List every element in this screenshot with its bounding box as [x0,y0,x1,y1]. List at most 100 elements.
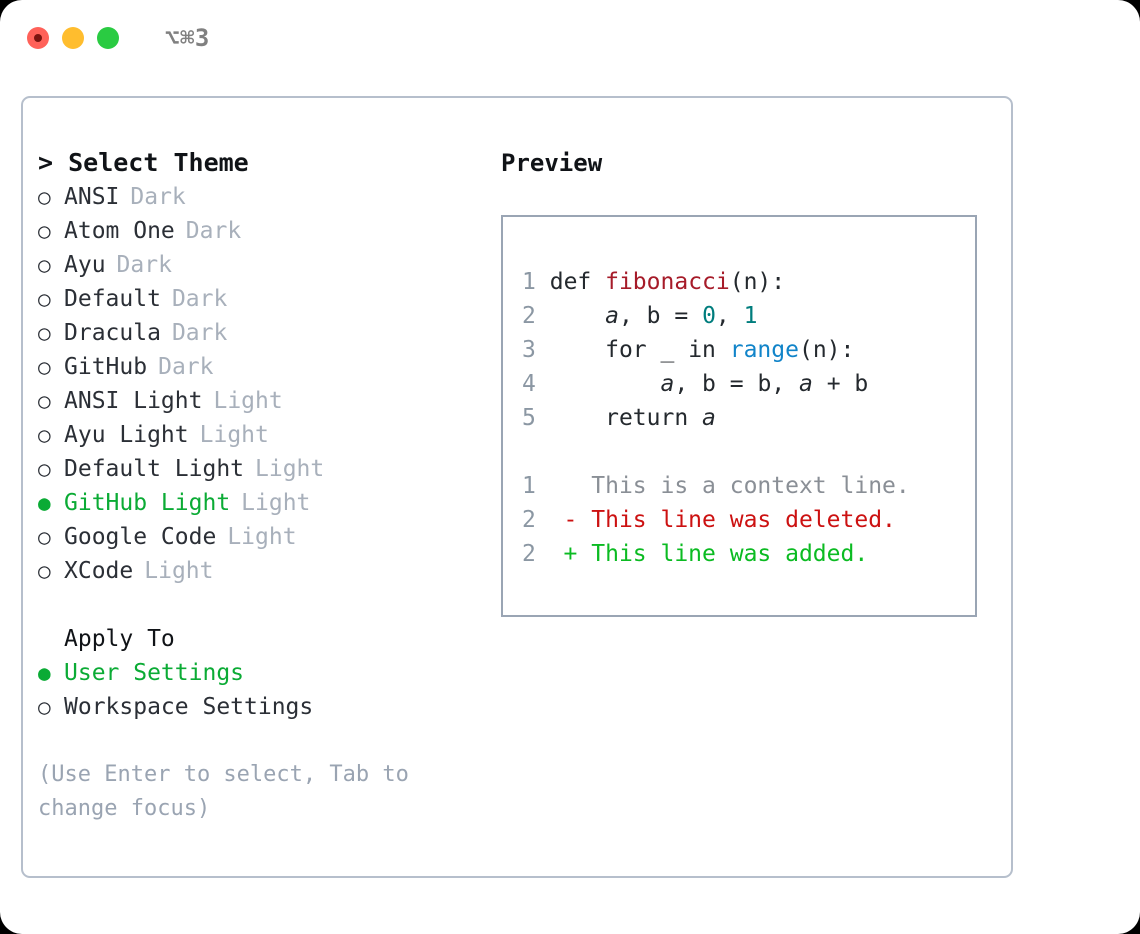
radio-unselected-icon: ○ [38,185,51,209]
theme-option-github-light[interactable]: ● GitHub Light Light [38,486,478,520]
apply-to-list[interactable]: ● User Settings ○Workspace Settings [38,656,478,724]
theme-option-label: ANSI [64,184,120,210]
code-token: fibonacci [605,269,730,295]
radio-unselected-icon: ○ [38,253,51,277]
theme-option-ayu-light[interactable]: ○ Ayu Light Light [38,418,478,452]
code-line: 5 return a [522,401,868,435]
code-line-number: 5 [522,405,536,431]
apply-to-option-user-settings[interactable]: ● User Settings [38,656,478,690]
diff-line-number: 2 [522,541,536,567]
theme-option-label: GitHub [64,354,148,380]
radio-unselected-icon: ○ [38,287,51,311]
preview-heading: Preview [501,149,603,177]
theme-option-tag: Dark [116,252,172,278]
code-token: , [715,303,744,329]
traffic-light-group [27,27,119,49]
spacer-bullet: ○ [38,622,64,656]
radio-unselected-icon: ○ [38,321,51,345]
theme-option-label: GitHub Light [64,490,231,516]
diff-line-number: 1 [522,473,536,499]
apply-to-option-label: User Settings [64,660,245,686]
code-token: a [605,303,619,329]
preview-column: Preview 1 def fibonacci(n):2 a, b = 0, 1… [501,146,1001,617]
close-button[interactable] [27,27,49,49]
code-token: a [660,371,675,397]
theme-option-tag: Dark [185,218,242,244]
theme-option-label: Dracula [64,320,161,346]
title-bar: ⌥⌘3 [0,0,1140,76]
code-token: a [798,371,813,397]
theme-option-tag: Light [227,524,297,550]
radio-unselected-icon: ○ [38,695,51,719]
radio-unselected-icon: ○ [38,389,51,413]
theme-option-github[interactable]: ○ GitHub Dark [38,350,478,384]
keyboard-hint-text: (Use Enter to select, Tab to change focu… [38,762,409,821]
theme-option-label: Default [64,286,161,312]
code-token: return [549,405,703,431]
diff-line: 1 This is a context line. [522,469,910,503]
code-token [550,371,661,397]
radio-selected-icon: ● [38,661,51,685]
code-token: (n): [729,269,786,295]
diff-preview: 1 This is a context line.2 - This line w… [522,469,910,571]
code-token: (n): [798,337,855,363]
radio-unselected-icon: ○ [38,355,51,379]
radio-unselected-icon: ○ [38,423,51,447]
theme-option-google-code[interactable]: ○ Google Code Light [38,520,478,554]
theme-option-tag: Dark [158,354,214,380]
theme-option-label: Default Light [64,456,245,482]
code-line-number: 2 [522,303,536,329]
diff-line: 2 - This line was deleted. [522,503,910,537]
diff-marker [536,473,591,499]
code-line: 3 for _ in range(n): [522,333,868,367]
minimize-button[interactable] [62,27,84,49]
theme-option-dracula[interactable]: ○ Dracula Dark [38,316,478,350]
diff-marker: + [535,541,592,567]
apply-to-option-workspace-settings[interactable]: ○Workspace Settings [38,690,478,724]
apply-to-heading: ○ Apply To [38,622,478,656]
maximize-button[interactable] [97,27,119,49]
code-token: def [549,269,606,295]
keyboard-shortcut-label: ⌥⌘3 [165,24,210,52]
code-line: 1 def fibonacci(n): [522,265,868,299]
code-token: range [729,337,799,363]
code-line: 2 a, b = 0, 1 [522,299,868,333]
code-token: for _ in [549,337,730,363]
code-line-number: 4 [522,371,536,397]
code-token: , b = b, [674,371,799,397]
code-line: 4 a, b = b, a + b [522,367,868,401]
code-token: 0 [702,303,716,329]
code-token: + b [812,371,869,397]
theme-option-label: Ayu Light [64,422,189,448]
theme-option-label: Google Code [64,524,217,550]
code-token: a [702,405,716,431]
diff-line-text: This line was deleted. [591,507,896,533]
theme-option-tag: Light [241,490,311,516]
radio-selected-icon: ● [38,491,51,515]
close-icon [34,34,42,42]
theme-option-atom-one[interactable]: ○ Atom One Dark [38,214,478,248]
diff-line-number: 2 [522,507,536,533]
diff-marker: - [535,507,592,533]
theme-option-label: Atom One [64,218,175,244]
apply-to-block: ○ Apply To ● User Settings ○Workspace Sett… [38,622,478,724]
radio-unselected-icon: ○ [38,525,51,549]
diff-line-text: This is a context line. [591,473,910,499]
theme-option-tag: Light [213,388,283,414]
theme-option-tag: Dark [171,320,228,346]
code-token [550,303,605,329]
radio-unselected-icon: ○ [38,457,51,481]
theme-option-tag: Light [199,422,269,448]
radio-unselected-icon: ○ [38,219,51,243]
